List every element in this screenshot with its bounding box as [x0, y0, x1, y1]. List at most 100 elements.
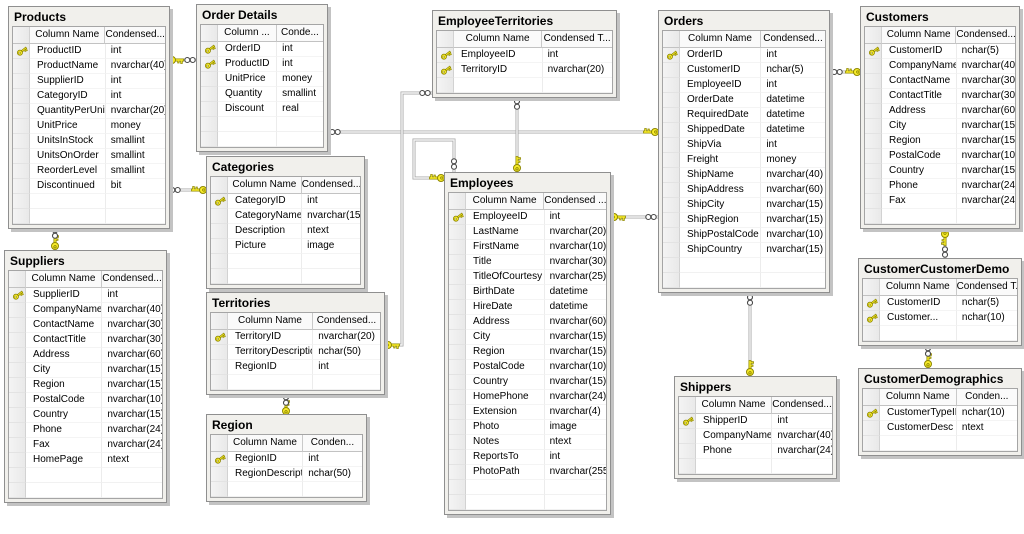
empty-row[interactable]	[449, 495, 606, 510]
table-territories[interactable]: Territories Column Name Condensed... Ter…	[206, 292, 385, 395]
empty-row[interactable]	[9, 468, 162, 483]
primary-key-cell[interactable]	[863, 311, 880, 326]
table-products[interactable]: Products Column Name Condensed... Produc…	[8, 6, 170, 229]
row-selector[interactable]	[9, 333, 26, 348]
row-selector[interactable]	[449, 465, 466, 480]
row-selector[interactable]	[663, 153, 680, 168]
empty-row[interactable]	[201, 132, 323, 147]
empty-row[interactable]	[201, 117, 323, 132]
row-selector[interactable]	[663, 198, 680, 213]
row-selector[interactable]	[211, 209, 228, 224]
table-customerdemographics[interactable]: CustomerDemographics Column Name Conden.…	[858, 368, 1022, 456]
table-title[interactable]: EmployeeTerritories	[438, 14, 554, 28]
primary-key-cell[interactable]	[211, 452, 228, 467]
row-selector[interactable]	[201, 102, 218, 117]
row-selector[interactable]	[13, 149, 30, 164]
table-title[interactable]: Order Details	[202, 8, 278, 22]
row-selector[interactable]	[449, 360, 466, 375]
empty-row[interactable]	[437, 78, 612, 93]
relationship-customers-orders[interactable]	[830, 68, 861, 76]
row-selector[interactable]	[13, 179, 30, 194]
table-categories[interactable]: Categories Column Name Condensed... Cate…	[206, 156, 365, 289]
row-selector[interactable]	[13, 74, 30, 89]
relationship-shippers-orders[interactable]	[746, 294, 754, 376]
row-selector[interactable]	[663, 123, 680, 138]
column-row-territorydescription[interactable]: TerritoryDescriptionnchar(50)	[211, 345, 380, 360]
primary-key-cell[interactable]	[437, 63, 454, 78]
row-selector[interactable]	[449, 420, 466, 435]
row-selector[interactable]	[211, 360, 228, 375]
row-selector[interactable]	[211, 224, 228, 239]
primary-key-cell[interactable]	[863, 296, 880, 311]
table-title[interactable]: Shippers	[680, 380, 732, 394]
row-selector[interactable]	[13, 59, 30, 74]
table-employeeterritories[interactable]: EmployeeTerritories Column Name Condense…	[432, 10, 617, 98]
relationship-employees-employeeterritories[interactable]	[513, 98, 521, 172]
row-selector[interactable]	[865, 164, 882, 179]
table-title[interactable]: CustomerDemographics	[864, 372, 1004, 386]
row-selector[interactable]	[865, 89, 882, 104]
table-shippers[interactable]: Shippers Column Name Condensed... Shippe…	[674, 376, 837, 479]
row-selector[interactable]	[663, 78, 680, 93]
primary-key-cell[interactable]	[679, 414, 696, 429]
table-title[interactable]: CustomerCustomerDemo	[864, 262, 1010, 276]
table-title[interactable]: Orders	[664, 14, 704, 28]
empty-row[interactable]	[863, 326, 1017, 341]
row-selector[interactable]	[663, 168, 680, 183]
empty-row[interactable]	[211, 482, 362, 497]
primary-key-cell[interactable]	[863, 406, 880, 421]
empty-row[interactable]	[663, 258, 825, 273]
empty-row[interactable]	[211, 375, 380, 390]
row-selector[interactable]	[13, 89, 30, 104]
relationship-territories-employeeterritories[interactable]	[384, 89, 433, 349]
row-selector[interactable]	[13, 104, 30, 119]
relationship-employees-orders[interactable]	[610, 213, 658, 221]
primary-key-cell[interactable]	[201, 42, 218, 57]
row-selector[interactable]	[865, 179, 882, 194]
row-selector[interactable]	[449, 450, 466, 465]
table-suppliers[interactable]: Suppliers Column Name Condensed... Suppl…	[4, 250, 167, 503]
row-selector[interactable]	[865, 134, 882, 149]
row-selector[interactable]	[211, 467, 228, 482]
relationship-categories-products[interactable]	[169, 186, 207, 194]
row-selector[interactable]	[449, 405, 466, 420]
